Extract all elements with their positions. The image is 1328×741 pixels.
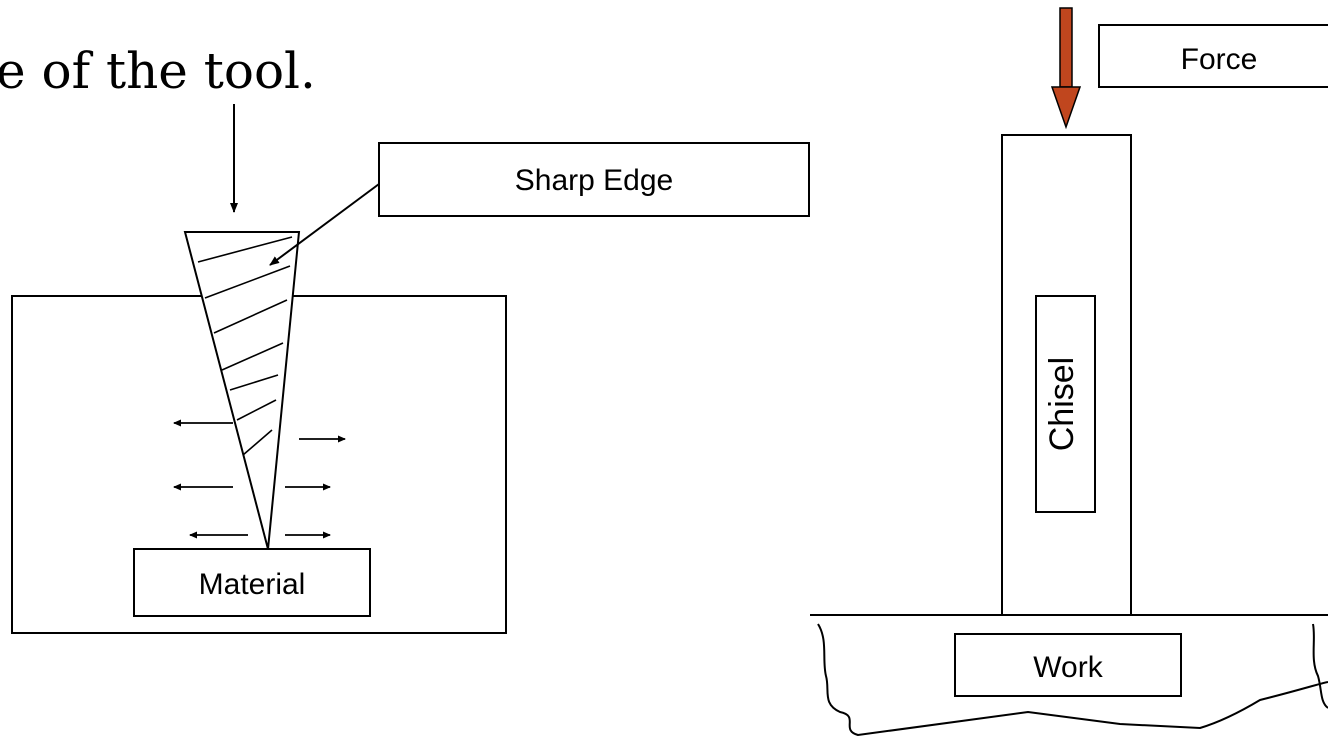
- lateral-force-arrows: [173, 419, 346, 539]
- chisel-label-box: [1035, 295, 1096, 513]
- work-label: Work: [1033, 651, 1103, 684]
- left-diagram: [11, 104, 810, 634]
- sharp-edge-label: Sharp Edge: [515, 164, 673, 197]
- force-label-box: [1098, 24, 1328, 88]
- sharp-edge-label-box: [378, 142, 810, 217]
- work-base-right-edge: [1312, 623, 1328, 709]
- force-arrow: [1050, 7, 1082, 130]
- wedge-hatching: [197, 236, 293, 456]
- material-label: Material: [199, 568, 306, 601]
- work-base-outline: [817, 623, 1328, 737]
- wedge-tool: [183, 231, 301, 550]
- chisel-label: Chisel: [1043, 357, 1081, 451]
- heading-text: e of the tool.: [0, 42, 316, 100]
- force-label: Force: [1181, 43, 1258, 76]
- work-label-box: [954, 633, 1182, 697]
- material-label-box: [133, 548, 371, 617]
- sharp-edge-pointer: [269, 183, 380, 266]
- right-diagram: [810, 7, 1328, 737]
